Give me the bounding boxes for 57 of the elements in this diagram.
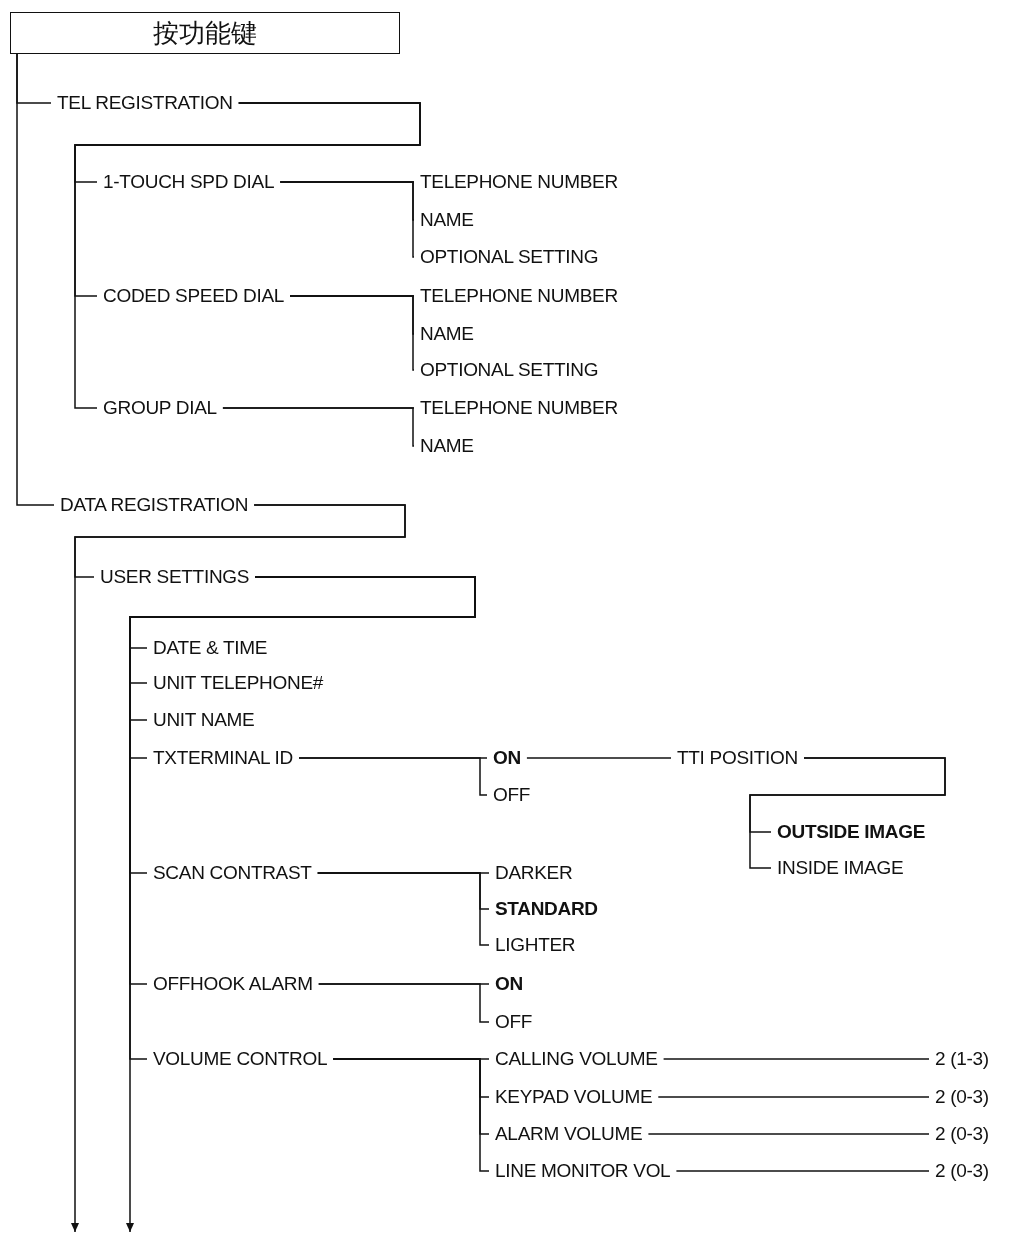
menu-item: NAME	[414, 208, 480, 232]
connector-line	[298, 757, 488, 796]
setting-value: 2 (0-3)	[929, 1159, 995, 1183]
connector-line	[316, 872, 490, 946]
menu-item: TELEPHONE NUMBER	[414, 170, 624, 194]
menu-item: USER SETTINGS	[94, 565, 256, 589]
menu-item: DATE & TIME	[147, 636, 274, 660]
menu-item: TELEPHONE NUMBER	[414, 396, 624, 420]
menu-item: LINE MONITOR VOL	[489, 1159, 677, 1183]
menu-item: STANDARD	[489, 897, 604, 921]
menu-item: OFF	[487, 783, 537, 807]
menu-item: TEL REGISTRATION	[51, 91, 239, 115]
connector-line	[749, 757, 946, 869]
connector-line	[74, 102, 421, 409]
menu-item: OPTIONAL SETTING	[414, 358, 605, 382]
connector-line	[332, 1058, 490, 1172]
menu-item: KEYPAD VOLUME	[489, 1085, 659, 1109]
menu-item: TELEPHONE NUMBER	[414, 284, 624, 308]
connector-line	[675, 1170, 930, 1172]
connector-line	[289, 295, 415, 371]
setting-value: 2 (0-3)	[929, 1122, 995, 1146]
menu-item: OUTSIDE IMAGE	[771, 820, 932, 844]
menu-item: 1-TOUCH SPD DIAL	[97, 170, 281, 194]
menu-item: LIGHTER	[489, 933, 582, 957]
menu-item: OPTIONAL SETTING	[414, 245, 605, 269]
menu-item: TXTERMINAL ID	[147, 746, 300, 770]
menu-item: DATA REGISTRATION	[54, 493, 255, 517]
connector-line	[662, 1058, 930, 1060]
menu-item: UNIT TELEPHONE#	[147, 671, 330, 695]
connector-line	[16, 53, 55, 506]
menu-item: VOLUME CONTROL	[147, 1047, 334, 1071]
connector-line	[657, 1096, 930, 1098]
connector-line	[317, 983, 490, 1023]
menu-item: ON	[489, 972, 529, 996]
setting-value: 2 (1-3)	[929, 1047, 995, 1071]
setting-value: 2 (0-3)	[929, 1085, 995, 1109]
menu-item: GROUP DIAL	[97, 396, 223, 420]
menu-item: UNIT NAME	[147, 708, 261, 732]
connector-line	[526, 757, 672, 759]
connector-line	[647, 1133, 930, 1135]
menu-item: OFF	[489, 1010, 539, 1034]
arrow	[71, 504, 406, 1233]
menu-item: CALLING VOLUME	[489, 1047, 664, 1071]
menu-item: ALARM VOLUME	[489, 1122, 649, 1146]
menu-item: CODED SPEED DIAL	[97, 284, 291, 308]
menu-item: OFFHOOK ALARM	[147, 972, 319, 996]
menu-item: ON	[487, 746, 527, 770]
menu-item: NAME	[414, 322, 480, 346]
menu-item: INSIDE IMAGE	[771, 856, 910, 880]
menu-item: NAME	[414, 434, 480, 458]
arrow	[126, 576, 476, 1233]
menu-item: TTI POSITION	[671, 746, 804, 770]
connector-line	[279, 181, 415, 258]
menu-heading-box: 按功能键	[10, 12, 400, 54]
menu-item: DARKER	[489, 861, 579, 885]
menu-item: SCAN CONTRAST	[147, 861, 318, 885]
connector-line	[222, 407, 415, 447]
